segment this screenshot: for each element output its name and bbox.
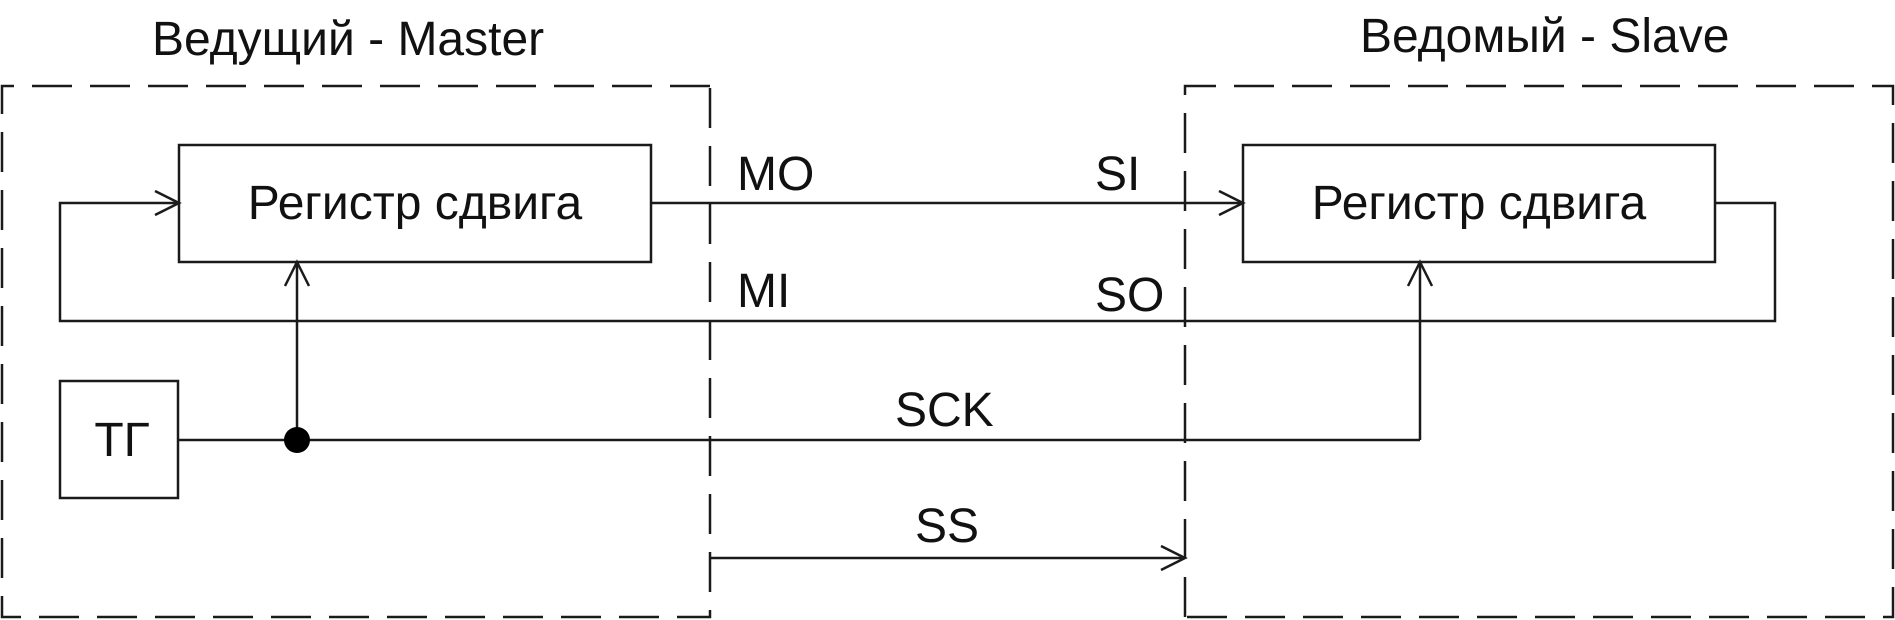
label-ss: SS bbox=[915, 500, 979, 553]
label-sck: SCK bbox=[895, 384, 994, 437]
label-si: SI bbox=[1095, 148, 1140, 201]
junction-dot bbox=[284, 427, 310, 453]
clock-generator-label: ТГ bbox=[94, 414, 149, 467]
ss-arrowhead bbox=[1160, 544, 1188, 572]
label-mo: MO bbox=[737, 148, 814, 201]
mo-si-line bbox=[651, 189, 1246, 217]
so-mi-loop bbox=[58, 189, 1777, 323]
mi-arrowhead bbox=[154, 189, 182, 217]
slave-group: Ведомый - Slave Регистр сдвига bbox=[1183, 10, 1895, 619]
slave-shift-register-label: Регистр сдвига bbox=[1312, 177, 1647, 230]
label-so: SO bbox=[1095, 269, 1164, 322]
master-shift-register-label: Регистр сдвига bbox=[248, 177, 583, 230]
slave-clock-arrowhead bbox=[1406, 259, 1434, 287]
master-group: Ведущий - Master Регистр сдвига ТГ bbox=[0, 13, 712, 619]
label-mi: MI bbox=[737, 265, 790, 318]
ss-line bbox=[710, 544, 1188, 572]
master-title: Ведущий - Master bbox=[152, 13, 544, 66]
slave-dashed-boundary bbox=[1183, 84, 1895, 619]
si-arrowhead bbox=[1218, 189, 1246, 217]
clock-generator-box bbox=[58, 379, 180, 500]
master-clock-arrowhead bbox=[283, 259, 311, 287]
sck-line bbox=[178, 259, 1434, 453]
slave-title: Ведомый - Slave bbox=[1360, 10, 1729, 63]
